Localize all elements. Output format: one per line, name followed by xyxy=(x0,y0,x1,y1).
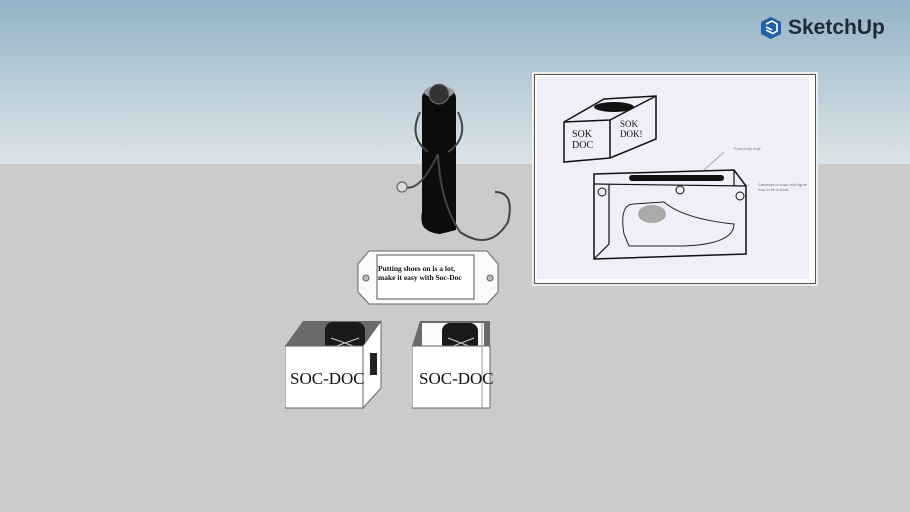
annotation-foot-hole: Foot entry hole xyxy=(734,146,761,151)
soc-doc-box-left[interactable] xyxy=(285,318,385,410)
box-right-label: SOC-DOC xyxy=(419,369,494,388)
sign-plaque[interactable] xyxy=(357,250,499,305)
sign-line-2: make it easy with Soc-Doc xyxy=(378,273,462,282)
sketch-label-side: SOK DOK! xyxy=(620,119,643,139)
soc-doc-box-right[interactable] xyxy=(412,318,492,410)
sketchup-logo[interactable]: SketchUp xyxy=(760,16,885,40)
sign-line-1: Putting shoes on is a lot, xyxy=(378,264,456,273)
brand-name: SketchUp xyxy=(788,16,885,39)
concept-sketch-image[interactable]: SOK DOC SOK DOK! Foot entry hole Cameras… xyxy=(532,72,818,286)
sign-text: Putting shoes on is a lot, make it easy … xyxy=(378,264,472,282)
sketch-drawing xyxy=(537,77,809,279)
annotation-cameras: Cameras to scan and figure how to tie a … xyxy=(758,182,808,192)
sock-stethoscope-model[interactable] xyxy=(380,82,515,252)
box-left-label: SOC-DOC xyxy=(290,369,365,388)
sketchup-logo-icon xyxy=(761,17,781,39)
sketch-label-front: SOK DOC xyxy=(572,129,594,151)
